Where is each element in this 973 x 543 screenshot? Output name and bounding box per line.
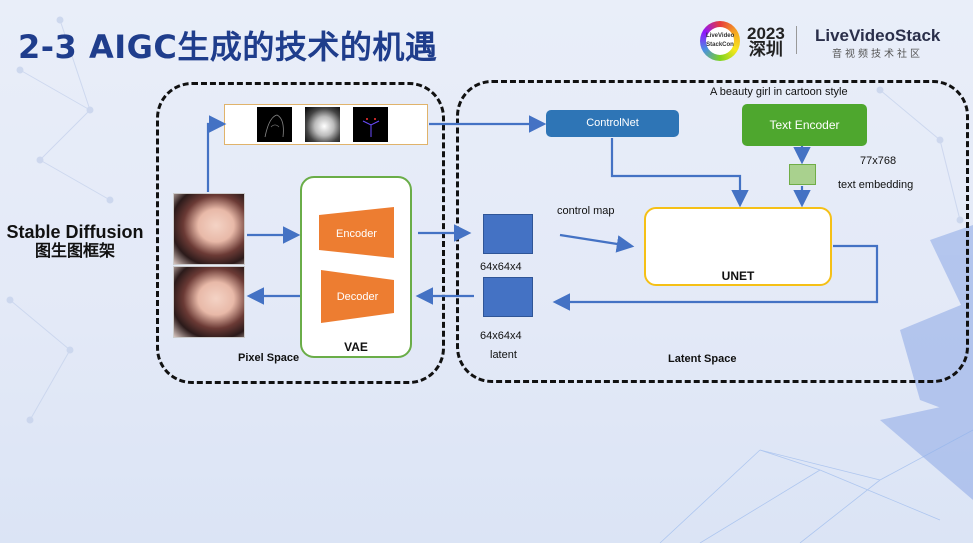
output-image [173,266,245,338]
unet-box [644,207,832,286]
input-image [173,193,245,265]
latent-bottom-box [483,277,533,317]
unet-to-latent-arrow [552,244,879,311]
text-encoder-box: Text Encoder [742,104,867,146]
encoder-shape [319,207,394,258]
latent-label: latent [490,349,517,361]
latent-bottom-dim: 64x64x4 [480,330,522,342]
vae-label: VAE [344,340,368,354]
unet-label: UNET [721,269,755,283]
edge-map-lines [264,114,284,138]
controlnet-box: ControlNet [546,110,679,137]
framework-label: Stable Diffusion 图生图框架 [0,222,150,262]
encoder-label: Encoder [336,228,377,240]
prompt-text: A beauty girl in cartoon style [710,86,848,98]
page-title: 2-3 AIGC生成的技术的机遇 [18,28,438,66]
depth-map-thumbnail [305,107,340,142]
control-map-label: control map [557,205,615,217]
latent-space-label: Latent Space [668,353,737,365]
decoder-label: Decoder [336,291,379,303]
control-map-arrow [559,233,635,253]
pixel-space-label: Pixel Space [238,352,300,364]
input-to-conditions-arrow [206,115,227,192]
text-embedding-box [789,164,816,185]
conference-city: 深圳 [748,40,783,59]
embedding-dim: 77x768 [860,155,897,167]
latent-top-box [483,214,533,254]
decoder-shape [321,270,394,323]
brand-name: LiveVideoStack [815,26,941,45]
embedding-label: text embedding [838,179,914,191]
vae-box [300,176,412,358]
brand-subtitle: 音视频技术社区 [832,49,923,60]
logo-divider [796,26,797,54]
framework-label-line1: Stable Diffusion [6,222,144,242]
pose-map-thumbnail [353,107,388,142]
framework-label-line2: 图生图框架 [34,243,115,260]
conference-logo-badge: LiveVideo StackCon [706,27,734,55]
pose-map-lines [362,118,380,137]
controlnet-to-unet-arrow [610,138,749,208]
conference-year-number: 2023 [747,24,785,43]
conference-year: 2023 深圳 [747,24,785,59]
edge-map-thumbnail [257,107,292,142]
latent-top-dim: 64x64x4 [480,261,522,273]
